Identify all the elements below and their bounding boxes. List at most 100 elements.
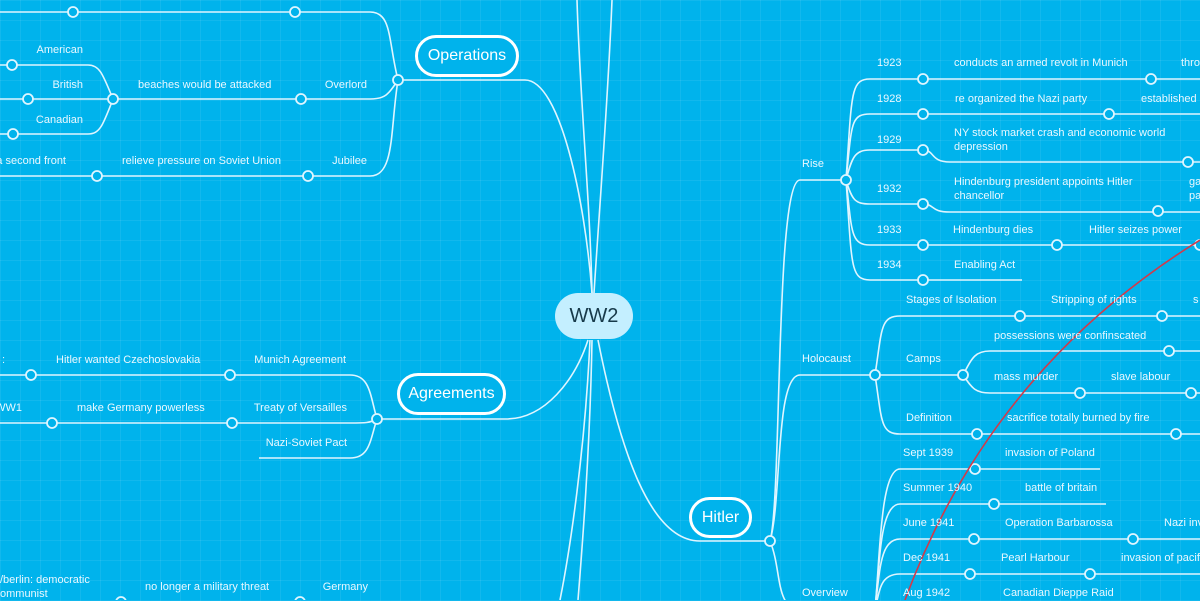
beach-american[interactable]: American	[36, 44, 83, 56]
node-circle	[1103, 108, 1115, 120]
event[interactable]: Hitler seizes power	[1089, 224, 1182, 236]
detail[interactable]: WW1	[0, 402, 22, 414]
detail[interactable]: s	[1193, 294, 1199, 306]
event[interactable]: depression	[954, 141, 1008, 153]
detail[interactable]: relieve pressure on Soviet Union	[122, 155, 281, 167]
detail[interactable]: /berlin: democratic	[0, 574, 90, 586]
node-circle	[91, 170, 103, 182]
node-circle	[46, 417, 58, 429]
node-circle	[1127, 533, 1139, 545]
detail[interactable]: make Germany powerless	[77, 402, 205, 414]
detail[interactable]: Soviet Union	[0, 0, 42, 2]
event[interactable]: Enabling Act	[954, 259, 1016, 271]
node-circle	[1051, 239, 1063, 251]
node-circle	[7, 128, 19, 140]
event[interactable]: thro	[1181, 57, 1200, 69]
detail[interactable]: sacrifice totally burned by fire	[1007, 412, 1150, 424]
detail[interactable]: Hitler redirects his attack eastward	[97, 0, 265, 2]
topic-camps[interactable]: Camps	[906, 353, 941, 365]
event[interactable]: conducts an armed revolt in Munich	[954, 57, 1128, 69]
event-year[interactable]: 1932	[877, 183, 902, 195]
topic-jubilee[interactable]: Jubilee	[332, 155, 367, 167]
topic-overlord[interactable]: Overlord	[324, 79, 367, 91]
node-circle	[1084, 568, 1096, 580]
event[interactable]: pa	[1189, 190, 1200, 202]
node-circle	[6, 59, 18, 71]
topic-stages-of-isolation[interactable]: Stages of Isolation	[906, 294, 997, 306]
event-year[interactable]: 1929	[877, 134, 902, 146]
node-circle	[764, 535, 776, 547]
node-circle	[1163, 345, 1175, 357]
detail[interactable]: ommunist	[0, 588, 48, 600]
node-circle	[968, 533, 980, 545]
node-circle	[226, 417, 238, 429]
topic-agreements[interactable]: Agreements	[397, 373, 506, 415]
event[interactable]: re organized the Nazi party	[955, 93, 1088, 105]
branch-nodes	[6, 6, 1200, 600]
node-circle	[869, 369, 881, 381]
node-circle	[1074, 387, 1086, 399]
node-circle	[840, 174, 852, 186]
node-circle	[964, 568, 976, 580]
topic-operations[interactable]: Operations	[415, 35, 519, 77]
detail[interactable]: possessions were confinscated	[994, 330, 1147, 342]
topic-munich-agreement[interactable]: Munich Agreement	[254, 354, 346, 366]
node-circle	[917, 198, 929, 210]
topic-hitler[interactable]: Hitler	[689, 497, 752, 538]
event-year[interactable]: 1923	[877, 57, 902, 69]
event[interactable]: invasion of Poland	[1005, 447, 1095, 459]
event[interactable]: Hindenburg dies	[953, 224, 1034, 236]
node-circle	[295, 93, 307, 105]
event[interactable]: NY stock market crash and economic world	[954, 127, 1166, 139]
event[interactable]: chancellor	[954, 190, 1005, 202]
node-circle	[1145, 73, 1157, 85]
central-topic[interactable]: WW2	[555, 293, 633, 339]
detail[interactable]: a second front	[0, 155, 66, 167]
topic-nazi-soviet-pact[interactable]: Nazi-Soviet Pact	[265, 437, 347, 449]
node-circle	[917, 239, 929, 251]
node-circle	[392, 74, 404, 86]
annotation-curve	[904, 239, 1200, 600]
detail[interactable]: mass murder	[994, 371, 1059, 383]
node-circle	[289, 6, 301, 18]
node-circle	[957, 369, 969, 381]
event[interactable]: Nazi inv	[1164, 517, 1200, 529]
node-circle	[67, 6, 79, 18]
event-year[interactable]: 1934	[877, 259, 902, 271]
topic-rise[interactable]: Rise	[802, 158, 825, 170]
event[interactable]: established r	[1141, 93, 1200, 105]
topic-germany[interactable]: Germany	[322, 581, 368, 593]
event[interactable]: ga	[1189, 176, 1200, 188]
node-circle	[371, 413, 383, 425]
detail[interactable]: beaches would be attacked	[138, 79, 272, 91]
beach-canadian[interactable]: Canadian	[35, 114, 83, 126]
event[interactable]: battle of britain	[1025, 482, 1098, 494]
event-date[interactable]: Dec 1941	[903, 552, 951, 564]
event[interactable]: Hindenburg president appoints Hitler	[954, 176, 1133, 188]
topic-overview[interactable]: Overview	[802, 587, 848, 599]
detail[interactable]: slave labour	[1111, 371, 1171, 383]
event-date[interactable]: Aug 1942	[903, 587, 951, 599]
event[interactable]: Pearl Harbour	[1001, 552, 1070, 564]
event[interactable]: Operation Barbarossa	[1005, 517, 1113, 529]
topic-definition[interactable]: Definition	[906, 412, 952, 424]
detail[interactable]: Stripping of rights	[1051, 294, 1137, 306]
event-year[interactable]: 1928	[877, 93, 902, 105]
event-year[interactable]: 1933	[877, 224, 902, 236]
topic-barbarossa[interactable]: Barbarossa	[311, 0, 367, 2]
event-date[interactable]: June 1941	[903, 517, 955, 529]
node-circle	[115, 596, 127, 600]
event[interactable]: invasion of pacif	[1121, 552, 1200, 564]
beach-british[interactable]: British	[52, 79, 83, 91]
node-circle	[969, 463, 981, 475]
topic-holocaust[interactable]: Holocaust	[802, 353, 851, 365]
topic-treaty-of-versailles[interactable]: Treaty of Versailles	[253, 402, 347, 414]
event-date[interactable]: Summer 1940	[903, 482, 973, 494]
detail[interactable]: no longer a military threat	[145, 581, 270, 593]
event[interactable]: Canadian Dieppe Raid	[1003, 587, 1114, 599]
detail[interactable]: :	[1, 354, 5, 366]
event-date[interactable]: Sept 1939	[903, 447, 954, 459]
detail[interactable]: Hitler wanted Czechoslovakia	[56, 354, 201, 366]
